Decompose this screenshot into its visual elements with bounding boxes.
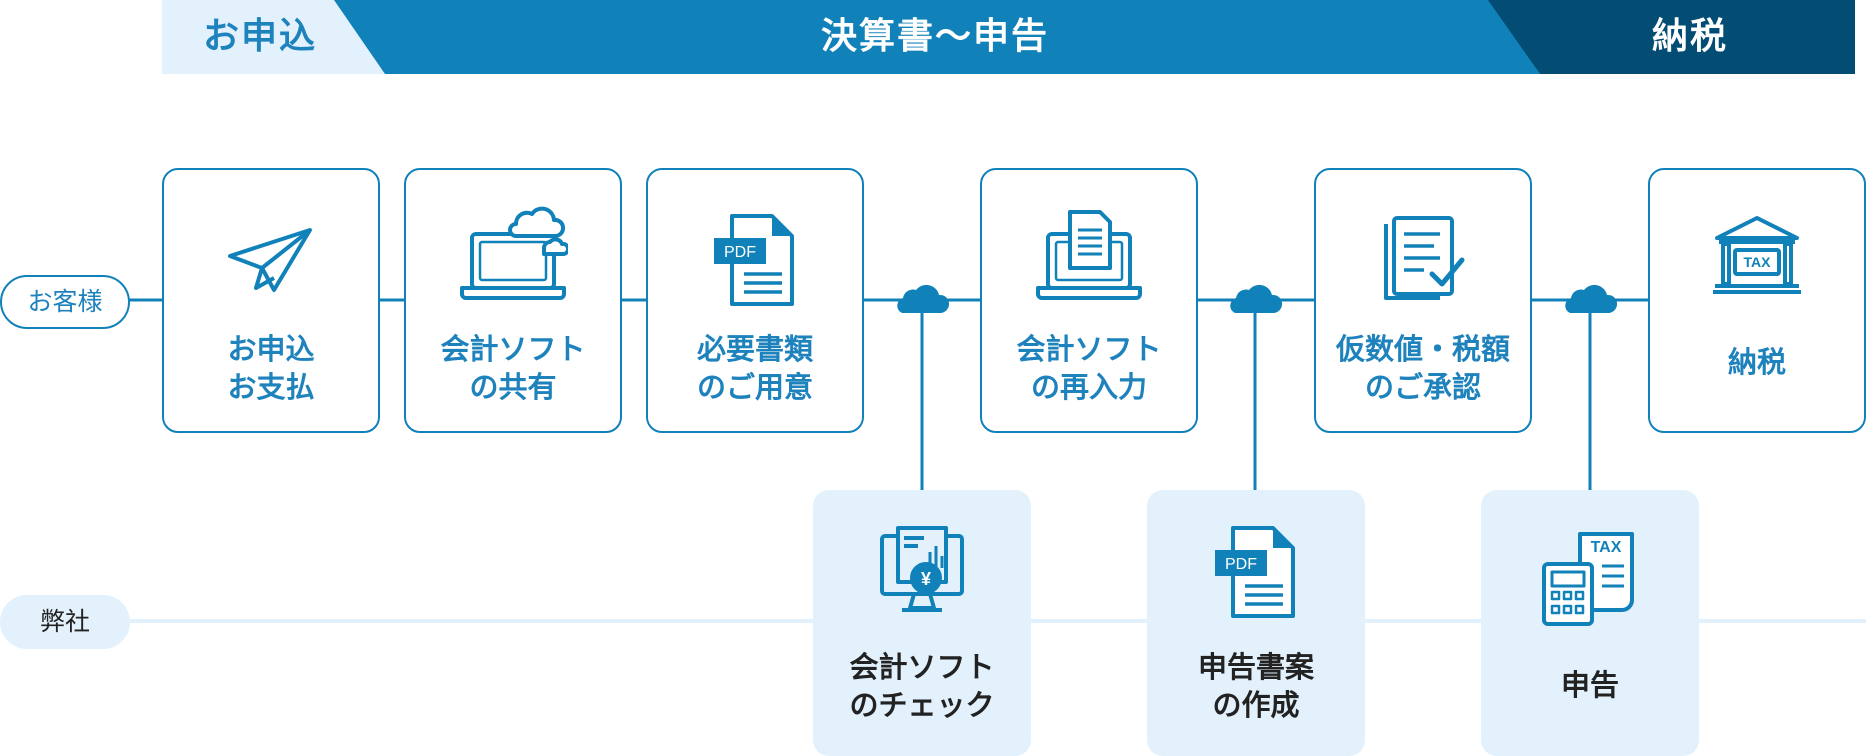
laptop-cloud-icon xyxy=(460,206,568,300)
step-label-line1: 会計ソフト xyxy=(440,332,586,366)
step-label-line1: 申告書案 xyxy=(1197,650,1314,684)
phase-tax-payment-bg xyxy=(1488,0,1855,74)
step-label-line1: 申告 xyxy=(1560,668,1619,702)
step-apply-payment: お申込 お支払 xyxy=(162,168,380,433)
calculator-tax-form-icon: TAX xyxy=(1542,532,1634,626)
step-tax-filing: TAX 申告 xyxy=(1481,490,1699,756)
step-label-line2: のご承認 xyxy=(1364,370,1481,404)
step-label-line2: のチェック xyxy=(849,688,995,722)
tax-office-building-icon: TAX xyxy=(1713,216,1801,294)
tax-badge-text: TAX xyxy=(1591,539,1622,556)
step-label-line2: お支払 xyxy=(227,370,315,404)
step-label-line1: 必要書類 xyxy=(696,332,813,366)
lane-label-company: 弊社 xyxy=(0,595,130,649)
paper-plane-icon xyxy=(228,228,312,292)
checklist-document-icon xyxy=(1384,216,1465,300)
phase-apply-label: お申込 xyxy=(202,16,317,57)
pdf-file-icon: PDF xyxy=(714,214,794,306)
phase-settlement-label: 決算書～申告 xyxy=(820,16,1049,57)
phase-header-shapes xyxy=(162,0,1855,74)
step-label-line2: の共有 xyxy=(469,370,557,404)
step-label-line2: のご用意 xyxy=(696,370,813,404)
tax-badge-text: TAX xyxy=(1744,254,1772,270)
step-tax-payment: TAX 納税 xyxy=(1648,168,1866,433)
step-label-line1: 会計ソフト xyxy=(849,650,995,684)
step-reenter-accounting-software: 会計ソフト の再入力 xyxy=(980,168,1198,433)
pdf-badge-text: PDF xyxy=(724,244,756,261)
step-approve-tax-amount: 仮数値・税額 のご承認 xyxy=(1314,168,1532,433)
yen-symbol-text: ¥ xyxy=(921,569,931,589)
phase-tax-payment-label: 納税 xyxy=(1651,16,1728,57)
phase-settlement-bg xyxy=(334,0,1540,74)
step-label-line1: 会計ソフト xyxy=(1016,332,1162,366)
laptop-document-icon xyxy=(1036,210,1142,300)
step-label-line1: お申込 xyxy=(227,332,315,366)
cloud-node-icon xyxy=(897,284,950,313)
step-label-line2: の作成 xyxy=(1212,688,1300,722)
step-label-line2: の再入力 xyxy=(1030,370,1147,404)
cloud-node-icon xyxy=(1230,284,1283,313)
step-label-line1: 納税 xyxy=(1727,345,1786,379)
phase-header: お申込 決算書～申告 納税 xyxy=(0,0,1866,74)
pdf-badge-text: PDF xyxy=(1225,556,1257,573)
step-share-accounting-software: 会計ソフト の共有 xyxy=(404,168,622,433)
step-draft-tax-return: PDF 申告書案 の作成 xyxy=(1147,490,1365,756)
cloud-node-icon xyxy=(1565,284,1618,313)
step-check-accounting-software: ¥ 会計ソフト のチェック xyxy=(813,490,1031,756)
step-prepare-documents: PDF 必要書類 のご用意 xyxy=(646,168,864,433)
pdf-file-icon: PDF xyxy=(1215,526,1295,618)
monitor-report-yen-icon: ¥ xyxy=(880,526,964,612)
step-label-line1: 仮数値・税額 xyxy=(1335,332,1510,366)
lane-label-customer: お客様 xyxy=(0,275,130,329)
